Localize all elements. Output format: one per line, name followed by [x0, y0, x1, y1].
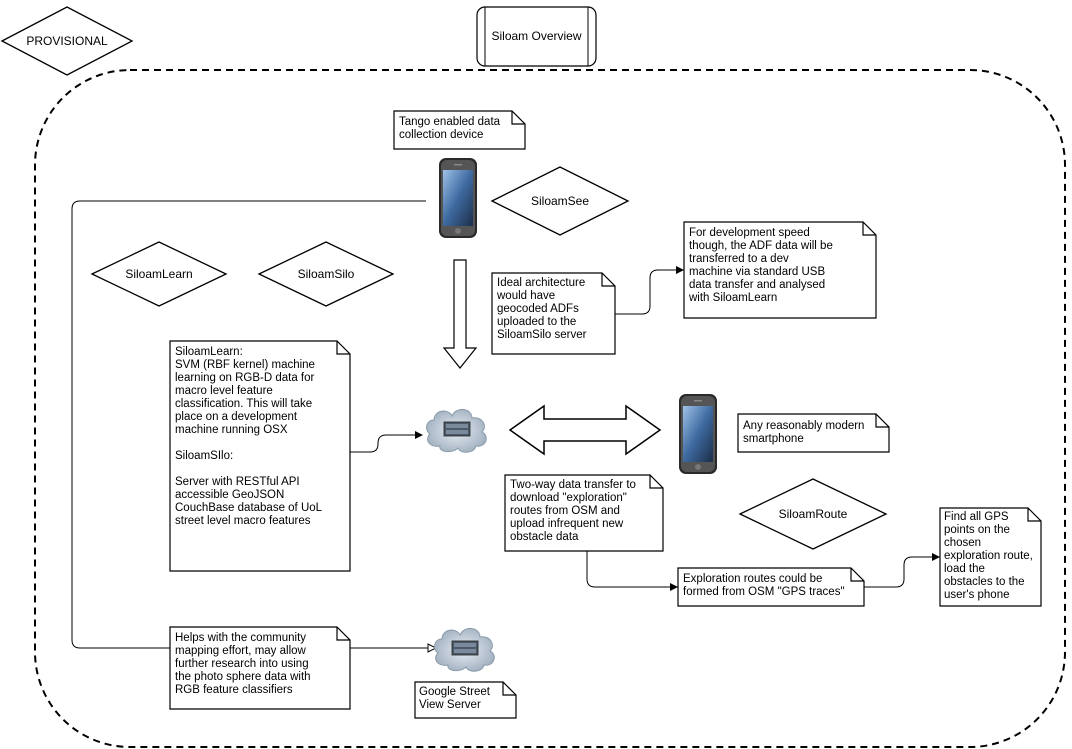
siloam-see-label: SiloamSee: [530, 194, 590, 208]
title-box: [476, 6, 597, 67]
ideal-architecture-note: Ideal architecture would have geocoded A…: [497, 277, 587, 341]
siloam-learn-diamond: [90, 241, 228, 307]
open-arrowhead: [427, 643, 438, 653]
street-view-server-note: Google Street View Server: [419, 686, 490, 711]
provisional-label: PROVISIONAL: [26, 34, 108, 48]
arrowheads: [415, 266, 940, 591]
learn-silo-description-note: SiloamLearn: SVM (RBF kernel) machine le…: [175, 346, 323, 527]
note-shapes: [169, 110, 1042, 719]
connectors: [71, 200, 940, 649]
system-boundary: [34, 69, 1066, 748]
two-way-transfer-note: Two-way data transfer to download "explo…: [510, 479, 636, 543]
siloam-see-diamond: [490, 166, 630, 236]
gps-points-note: Find all GPS points on the chosen explor…: [944, 511, 1033, 601]
community-mapping-note: Helps with the community mapping effort,…: [175, 632, 311, 696]
exploration-routes-note: Exploration routes could be formed from …: [683, 573, 845, 598]
siloam-route-diamond: [738, 478, 888, 550]
siloam-silo-diamond: [257, 241, 395, 307]
tango-device-note: Tango enabled data collection device: [399, 116, 501, 141]
page-title: Siloam Overview: [491, 29, 582, 43]
user-smartphone-icon: [679, 394, 717, 474]
provisional-diamond: [0, 6, 134, 76]
siloam-silo-label: SiloamSilo: [297, 267, 355, 281]
two-way-arrow: [508, 404, 662, 456]
upload-down-arrow: [442, 259, 478, 369]
google-street-view-cloud-server-icon: [434, 627, 495, 672]
smartphone-note: Any reasonably modern smartphone: [743, 420, 865, 445]
siloam-silo-cloud-server-icon: [426, 408, 487, 453]
siloam-learn-label: SiloamLearn: [125, 267, 193, 281]
tango-device-smartphone-icon: [439, 158, 477, 238]
siloam-route-label: SiloamRoute: [778, 507, 848, 521]
dev-speed-note: For development speed though, the ADF da…: [689, 227, 833, 304]
